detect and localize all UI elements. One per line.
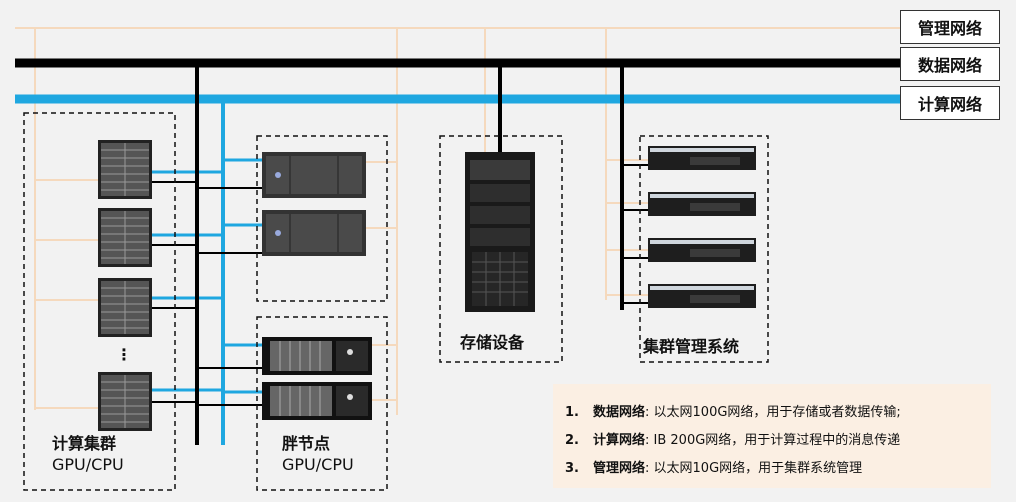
storage-label: 存储设备	[460, 333, 525, 352]
legend-item-desc: : IB 200G网络，用于计算过程中的消息传递	[645, 433, 901, 448]
gpu-server-box	[256, 135, 388, 302]
gpu-server	[262, 152, 366, 198]
fat-node-title: 胖节点	[282, 434, 331, 453]
legend-panel: 1. 数据网络: 以太网100G网络，用于存储或者数据传输; 2. 计算网络: IB…	[553, 384, 991, 488]
legend-item-desc: : 以太网10G网络，用于集群系统管理	[645, 461, 863, 476]
data-network-label: 数据网络	[900, 47, 1000, 81]
gpu-server	[262, 210, 366, 256]
compute-cluster-box	[23, 112, 176, 491]
legend-item-number: 2.	[565, 433, 579, 448]
group-boxes	[23, 112, 769, 491]
storage-rack-grille	[472, 252, 528, 306]
storage-box	[439, 135, 563, 363]
legend-item-name: 数据网络	[593, 405, 646, 420]
legend-item: 2. 计算网络: IB 200G网络，用于计算过程中的消息传递	[565, 429, 900, 448]
mgmt-server	[648, 146, 756, 170]
compute-cluster-title: 计算集群	[52, 434, 117, 453]
mgmt-server	[648, 238, 756, 262]
legend-item-name: 管理网络	[593, 461, 646, 476]
legend-item-name: 计算网络	[593, 433, 646, 448]
mgmt-servers	[648, 146, 756, 308]
cluster-mgmt-box	[639, 135, 769, 363]
compute-network-lines	[15, 94, 900, 445]
ellipsis: ⋮	[116, 345, 132, 364]
blade-slots	[101, 143, 149, 428]
fat-node-server	[262, 337, 372, 375]
legend-item: 3. 管理网络: 以太网10G网络，用于集群系统管理	[565, 457, 862, 476]
mgmt-server	[648, 192, 756, 216]
compute-cluster-subtitle: GPU/CPU	[52, 455, 124, 474]
fat-node-box	[256, 316, 388, 491]
fat-node-subtitle: GPU/CPU	[282, 455, 354, 474]
legend-item-desc: : 以太网100G网络，用于存储或者数据传输;	[645, 405, 901, 420]
legend-item-number: 3.	[565, 461, 579, 476]
management-network-label: 管理网络	[900, 10, 1000, 44]
management-network-lines	[15, 27, 900, 415]
mgmt-server	[648, 284, 756, 308]
gpu-servers	[262, 152, 366, 256]
cluster-mgmt-label: 集群管理系统	[643, 337, 740, 356]
fat-node-servers	[262, 337, 372, 420]
legend-item-number: 1.	[565, 405, 579, 420]
legend-item: 1. 数据网络: 以太网100G网络，用于存储或者数据传输;	[565, 401, 901, 420]
fat-node-server	[262, 382, 372, 420]
compute-network-label: 计算网络	[900, 86, 1000, 120]
fat-node-bays	[279, 341, 321, 416]
